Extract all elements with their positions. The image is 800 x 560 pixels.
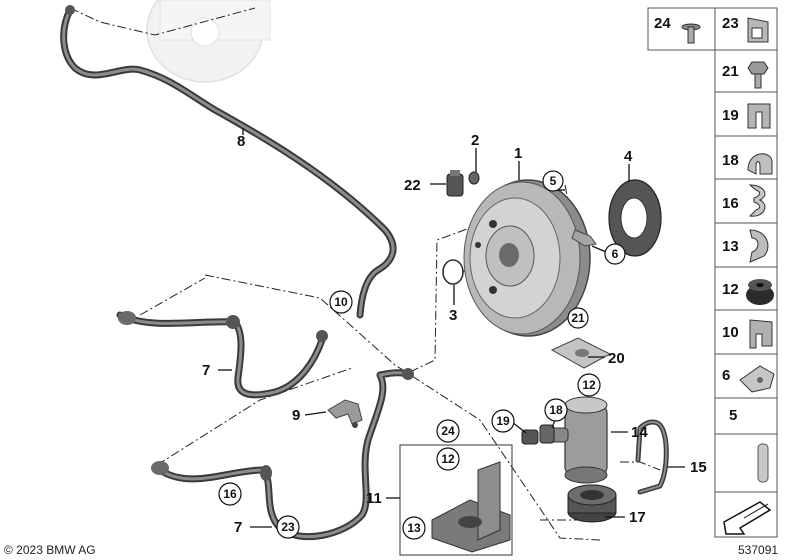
brake-booster-1 <box>463 179 591 337</box>
label-11: 11 <box>366 490 382 507</box>
circled-label-13: 13 <box>402 516 426 540</box>
circled-label-12a: 12 <box>577 373 601 397</box>
part-labels: 1 2 22 4 3 8 7 9 20 14 15 17 11 7 <box>202 132 707 536</box>
legend-item-12: 12 <box>722 279 774 305</box>
bracket-9 <box>327 399 363 428</box>
svg-text:18: 18 <box>722 152 739 169</box>
circled-label-24: 24 <box>436 419 460 443</box>
label-7a: 7 <box>202 362 210 379</box>
circled-label-10: 10 <box>329 290 353 314</box>
svg-text:13: 13 <box>407 521 421 535</box>
hex-bolt-icon <box>747 61 769 89</box>
retainer-clip-icon <box>739 365 775 393</box>
label-4: 4 <box>624 148 633 165</box>
clip-6 <box>571 229 597 247</box>
label-9: 9 <box>292 407 300 424</box>
ghost-master-cylinder <box>146 0 271 83</box>
o-ring-3 <box>442 259 464 285</box>
grommet-icon <box>746 279 774 305</box>
circled-label-21: 21 <box>567 307 589 329</box>
label-20: 20 <box>608 350 625 367</box>
legend-item-19: 19 <box>722 103 771 129</box>
holder-clip-icon <box>749 319 773 349</box>
circled-label-23: 23 <box>276 515 300 539</box>
circled-label-16: 16 <box>218 482 242 506</box>
legend-item-23: 23 <box>722 15 769 43</box>
svg-text:12: 12 <box>582 378 596 392</box>
label-22: 22 <box>404 177 421 194</box>
legend-panel: 24 23 21 19 18 <box>647 7 778 538</box>
circled-label-5: 5 <box>542 170 564 192</box>
connector-18 <box>539 424 555 444</box>
brake-line-8 <box>60 5 397 319</box>
legend-item-24: 24 <box>654 15 701 44</box>
label-3: 3 <box>449 307 457 324</box>
svg-text:13: 13 <box>722 238 739 255</box>
svg-text:12: 12 <box>722 281 739 298</box>
legend-item-16: 16 <box>722 184 766 217</box>
legend-item-18: 18 <box>722 152 773 175</box>
svg-text:19: 19 <box>496 414 510 428</box>
bracket-clip-icon <box>749 229 769 263</box>
label-8: 8 <box>237 133 245 150</box>
double-clip-icon <box>748 184 766 217</box>
label-2: 2 <box>471 132 479 149</box>
circled-label-6: 6 <box>604 243 626 265</box>
svg-text:19: 19 <box>722 107 739 124</box>
label-15: 15 <box>690 459 707 476</box>
svg-text:10: 10 <box>334 295 348 309</box>
legend-item-6: 6 <box>722 365 775 393</box>
gasket-4 <box>608 179 662 257</box>
circled-label-19: 19 <box>491 409 515 433</box>
legend-item-5: 5 <box>729 407 769 483</box>
spring-clip-icon <box>747 103 771 129</box>
svg-text:21: 21 <box>571 311 585 325</box>
legend-item-10: 10 <box>722 319 773 349</box>
brake-line-7-lower <box>151 368 414 541</box>
bolt-icon <box>681 23 701 44</box>
pin-icon <box>757 443 769 483</box>
circled-label-18: 18 <box>544 398 568 422</box>
svg-text:5: 5 <box>550 174 557 188</box>
pipe-clip-icon <box>747 153 773 175</box>
svg-text:5: 5 <box>729 407 737 424</box>
svg-text:23: 23 <box>281 520 295 534</box>
label-1: 1 <box>514 145 522 162</box>
damper-17 <box>567 484 617 523</box>
svg-text:24: 24 <box>654 15 671 32</box>
copyright-text: © 2023 BMW AG <box>4 543 96 557</box>
svg-text:24: 24 <box>441 424 455 438</box>
sensor-22 <box>446 170 464 197</box>
legend-item-13: 13 <box>722 229 769 263</box>
circled-label-12b: 12 <box>436 447 460 471</box>
connector-19 <box>521 429 539 445</box>
svg-text:21: 21 <box>722 63 739 80</box>
svg-text:10: 10 <box>722 324 739 341</box>
svg-text:18: 18 <box>549 403 563 417</box>
legend-item-21: 21 <box>722 61 769 89</box>
vacuum-pump-14 <box>539 396 608 484</box>
circled-labels: 5 6 10 21 12 19 18 24 12 16 23 13 <box>218 170 626 540</box>
svg-text:16: 16 <box>722 195 739 212</box>
leader-lines <box>218 128 685 528</box>
label-17: 17 <box>629 509 646 526</box>
svg-text:12: 12 <box>441 452 455 466</box>
label-7b: 7 <box>234 519 242 536</box>
label-14: 14 <box>631 424 648 441</box>
direction-arrow-icon <box>723 501 772 535</box>
diagram-number: 537091 <box>738 543 778 557</box>
svg-text:23: 23 <box>722 15 739 32</box>
svg-text:16: 16 <box>223 487 237 501</box>
pipe-15 <box>635 419 669 495</box>
brake-line-7-upper <box>116 311 328 399</box>
plate-20 <box>550 337 612 369</box>
clip-icon <box>747 17 769 43</box>
svg-text:6: 6 <box>612 247 619 261</box>
svg-text:6: 6 <box>722 367 730 384</box>
holder-box-11 <box>399 444 513 556</box>
seal-2 <box>468 171 480 185</box>
